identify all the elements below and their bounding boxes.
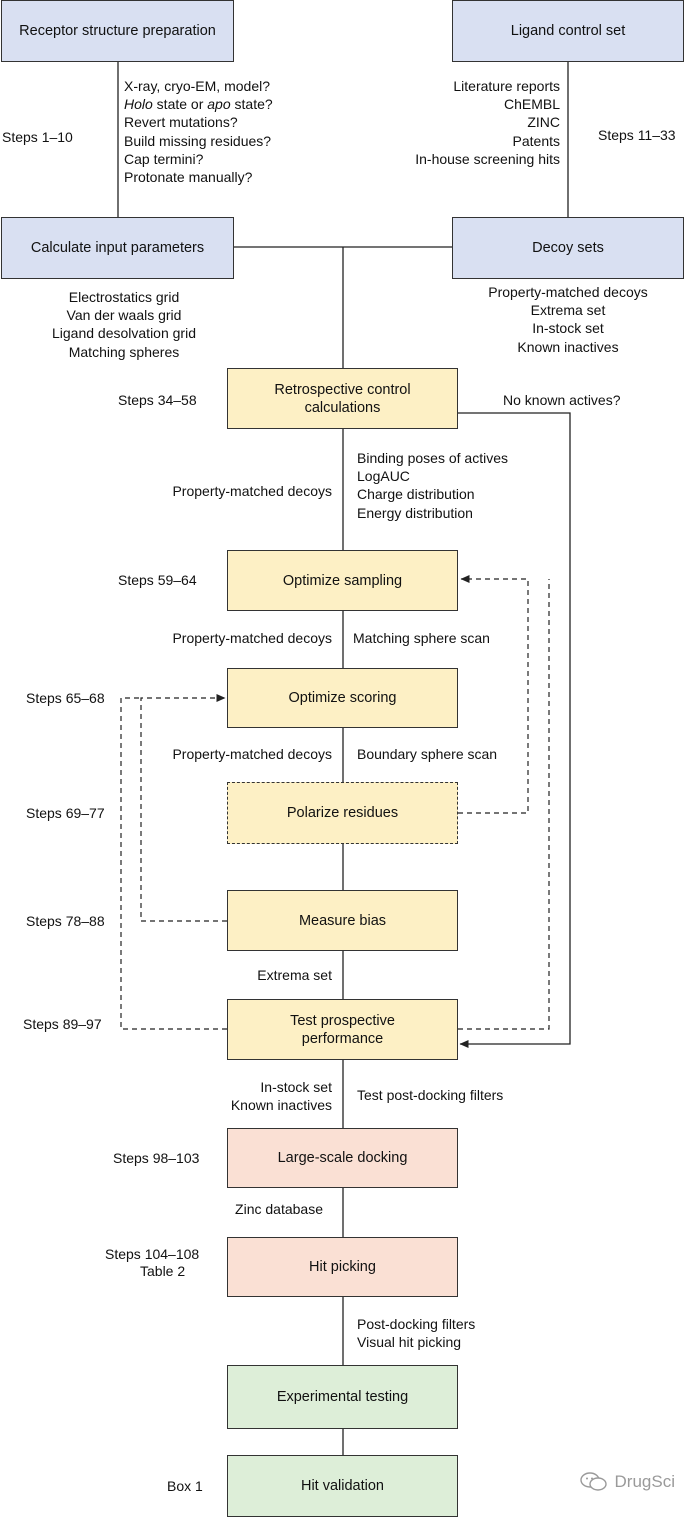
- ligand-sources: Literature reports ChEMBL ZINC Patents I…: [415, 77, 560, 168]
- post-filter-item: Post-docking filters: [357, 1316, 476, 1332]
- ligand-source-item: ChEMBL: [503, 96, 560, 113]
- label-property-matched-decoys-2: Property-matched decoys: [172, 630, 332, 646]
- box-optimize-sampling: Optimize sampling: [227, 550, 458, 611]
- calc-output-item: Matching spheres: [68, 343, 180, 360]
- question-cap-termini: Cap termini?: [124, 150, 204, 167]
- retro-metric-item: Energy distribution: [357, 504, 473, 521]
- box-label: Polarize residues: [286, 805, 399, 821]
- step-label-box-1: Box 1: [167, 1478, 203, 1494]
- box-label: Hit validation: [300, 1478, 384, 1494]
- label-extrema-set: Extrema set: [257, 967, 332, 983]
- calc-output-item: Van der waals grid: [66, 307, 182, 324]
- holo-apo-end: state?: [230, 96, 273, 113]
- label-zinc-database: Zinc database: [235, 1201, 323, 1217]
- retro-metrics: Binding poses of actives LogAUC Charge d…: [357, 449, 508, 522]
- box-ligand-control-set: Ligand control set: [452, 0, 684, 62]
- ligand-source-item: ZINC: [527, 114, 560, 131]
- post-filter-item: Visual hit picking: [357, 1334, 462, 1351]
- ligand-source-item: In-house screening hits: [415, 150, 560, 167]
- box-hit-picking: Hit picking: [227, 1237, 458, 1297]
- decoy-type-item: Property-matched decoys: [488, 284, 648, 300]
- ligand-source-item: Patents: [512, 132, 560, 149]
- connector-polarize-to-sampling: [458, 575, 529, 814]
- box-retrospective-control: Retrospective control calculations: [227, 368, 458, 429]
- label-test-post-docking-filters: Test post-docking filters: [357, 1087, 504, 1103]
- step-label-89-97: Steps 89–97: [23, 1016, 102, 1032]
- box-label: Optimize sampling: [282, 572, 403, 589]
- box-label: Optimize scoring: [288, 690, 397, 706]
- connector-prospective-to-scoring: [120, 697, 227, 1030]
- step-label-69-77: Steps 69–77: [26, 805, 105, 821]
- box-label: Receptor structure preparation: [19, 23, 216, 39]
- connector-no-known-actives: [458, 412, 571, 1048]
- box-label: Large-scale docking: [277, 1150, 408, 1166]
- step-label-78-88: Steps 78–88: [26, 913, 105, 929]
- post-filters: Post-docking filters Visual hit picking: [357, 1315, 475, 1351]
- question-protonate: Protonate manually?: [124, 169, 253, 186]
- question-structure-source: X-ray, cryo-EM, model?: [124, 78, 270, 94]
- step-label-104-108: Steps 104–108: [105, 1246, 200, 1262]
- box-label: Ligand control set: [510, 23, 626, 39]
- label-property-matched-decoys-3: Property-matched decoys: [172, 746, 332, 762]
- box-calculate-input-parameters: Calculate input parameters: [1, 217, 234, 279]
- calc-outputs: Electrostatics grid Van der waals grid L…: [8, 288, 240, 361]
- label-matching-sphere-scan: Matching sphere scan: [353, 630, 490, 646]
- box-label: Hit picking: [309, 1259, 376, 1275]
- calc-output-item: Electrostatics grid: [68, 289, 180, 305]
- step-label-98-103: Steps 98–103: [113, 1150, 200, 1166]
- step-label-65-68: Steps 65–68: [26, 690, 105, 706]
- label-no-known-actives: No known actives?: [503, 392, 621, 408]
- decoy-type-item: Extrema set: [530, 302, 606, 319]
- label-boundary-sphere-scan: Boundary sphere scan: [357, 746, 498, 762]
- box-hit-validation: Hit validation: [227, 1455, 458, 1517]
- step-label-1-10: Steps 1–10: [2, 129, 73, 145]
- box-decoy-sets: Decoy sets: [452, 217, 684, 279]
- box-large-scale-docking: Large-scale docking: [227, 1128, 458, 1188]
- box-test-prospective-performance: Test prospective performance: [227, 999, 458, 1060]
- watermark-text: DrugSci: [614, 1472, 675, 1491]
- connector-prospective-to-sampling: [458, 579, 550, 1030]
- apo-text: apo: [207, 96, 231, 113]
- holo-apo-mid: state or: [152, 96, 208, 113]
- step-label-59-64: Steps 59–64: [118, 572, 197, 588]
- box-label: Retrospective control calculations: [274, 381, 411, 416]
- box-receptor-structure-preparation: Receptor structure preparation: [1, 0, 234, 62]
- box-label: Calculate input parameters: [30, 240, 205, 256]
- box-label: Measure bias: [298, 912, 387, 929]
- receptor-questions: X-ray, cryo-EM, model? Holo state or apo…: [124, 77, 273, 186]
- box-label: Decoy sets: [532, 240, 604, 256]
- decoy-types: Property-matched decoys Extrema set In-s…: [452, 283, 684, 356]
- retro-metric-item: Binding poses of actives: [357, 450, 508, 466]
- label-known-inactives: Known inactives: [230, 1097, 332, 1114]
- calc-output-item: Ligand desolvation grid: [52, 325, 196, 342]
- watermark: DrugSci: [579, 1471, 675, 1493]
- box-experimental-testing: Experimental testing: [227, 1365, 458, 1429]
- retro-metric-item: LogAUC: [357, 468, 410, 485]
- step-label-table-2: Table 2: [140, 1263, 186, 1279]
- label-instock-set: In-stock set: [260, 1079, 332, 1095]
- connector-bias-to-scoring: [140, 694, 227, 922]
- decoy-type-item: Known inactives: [517, 338, 619, 355]
- holo-text: Holo: [124, 96, 153, 113]
- label-instock-known-inactives: In-stock set Known inactives: [231, 1078, 332, 1114]
- step-label-34-58: Steps 34–58: [118, 392, 197, 408]
- ligand-source-item: Literature reports: [453, 78, 560, 94]
- decoy-type-item: In-stock set: [532, 320, 604, 337]
- chat-bubbles-icon: [579, 1472, 607, 1491]
- question-revert-mutations: Revert mutations?: [124, 114, 238, 131]
- label-property-matched-decoys-1: Property-matched decoys: [172, 483, 332, 499]
- box-label: Test prospective performance: [290, 1012, 395, 1047]
- step-label-11-33: Steps 11–33: [598, 127, 676, 143]
- question-holo-apo: Holo state or apo state?: [124, 95, 273, 113]
- retro-metric-item: Charge distribution: [357, 486, 475, 503]
- question-build-missing: Build missing residues?: [124, 132, 272, 149]
- box-polarize-residues: Polarize residues: [227, 782, 458, 844]
- box-label: Experimental testing: [276, 1389, 409, 1405]
- box-measure-bias: Measure bias: [227, 890, 458, 951]
- box-optimize-scoring: Optimize scoring: [227, 668, 458, 728]
